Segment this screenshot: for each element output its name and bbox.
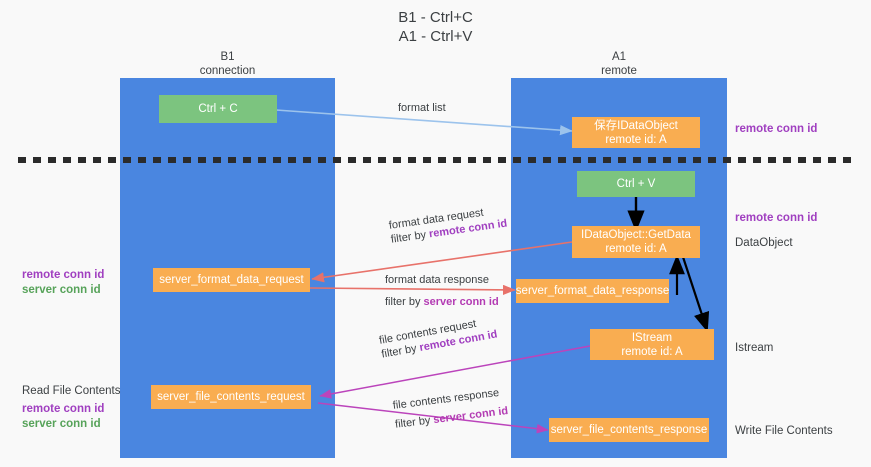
box-idataobject-getdata-subtitle: remote id: A xyxy=(605,243,667,255)
box-istream[interactable]: IStream remote id: A xyxy=(590,329,714,360)
column-header-b1-role: connection xyxy=(199,65,256,77)
column-header-a1-name: A1 xyxy=(611,51,627,63)
box-server-format-data-request[interactable]: server_format_data_request xyxy=(153,268,310,292)
note-left-server-conn-id-1: server conn id xyxy=(22,284,101,296)
edge-label-format-data-response-text: format data response xyxy=(385,274,489,286)
box-save-idataobject[interactable]: 保存IDataObject remote id: A xyxy=(572,117,700,148)
column-header-b1: B1 connection xyxy=(120,50,335,78)
box-server-format-data-response[interactable]: server_format_data_response xyxy=(516,279,669,303)
box-ctrl-c[interactable]: Ctrl + C xyxy=(159,95,277,123)
box-server-format-data-request-label: server_format_data_request xyxy=(159,274,304,286)
note-left-server-conn-id-2: server conn id xyxy=(22,418,101,430)
arrow-format-list xyxy=(275,109,573,136)
box-server-file-contents-response-label: server_file_contents_response xyxy=(550,424,708,436)
box-server-file-contents-request[interactable]: server_file_contents_request xyxy=(151,385,311,409)
column-header-a1: A1 remote xyxy=(511,50,727,78)
box-ctrl-v-label: Ctrl + V xyxy=(616,178,656,190)
note-right-dataobject: DataObject xyxy=(735,237,793,249)
box-istream-title: IStream xyxy=(631,331,673,344)
box-save-idataobject-title: 保存IDataObject xyxy=(594,119,678,132)
note-right-write-file-contents: Write File Contents xyxy=(735,425,833,437)
box-ctrl-v[interactable]: Ctrl + V xyxy=(577,171,695,197)
box-istream-subtitle: remote id: A xyxy=(621,345,683,358)
note-left-remote-conn-id-2: remote conn id xyxy=(22,403,105,415)
arrow-format-data-response xyxy=(309,284,516,296)
box-idataobject-getdata[interactable]: IDataObject::GetData remote id: A xyxy=(572,226,700,258)
box-idataobject-getdata-title: IDataObject::GetData xyxy=(581,229,691,241)
phase-divider xyxy=(18,157,854,163)
column-header-b1-name: B1 xyxy=(220,51,235,63)
note-right-remote-conn-id-mid: remote conn id xyxy=(735,212,818,224)
filter-value-server-conn-id: server conn id xyxy=(423,296,499,308)
box-server-file-contents-response[interactable]: server_file_contents_response xyxy=(549,418,709,442)
title-line-1: B1 - Ctrl+C xyxy=(398,9,473,26)
box-ctrl-c-label: Ctrl + C xyxy=(198,103,238,115)
arrow-format-data-request xyxy=(311,241,573,283)
note-left-remote-conn-id-1: remote conn id xyxy=(22,269,105,281)
note-right-istream: Istream xyxy=(735,342,774,354)
box-save-idataobject-subtitle: remote id: A xyxy=(605,133,667,146)
edge-label-format-data-response: format data response filter by server co… xyxy=(385,273,499,309)
edge-label-format-data-response-filter: filter by server conn id xyxy=(385,296,499,308)
title-line-2: A1 - Ctrl+V xyxy=(398,28,473,45)
arrow-getdata-to-istream xyxy=(681,256,710,333)
box-server-file-contents-request-label: server_file_contents_request xyxy=(157,391,305,403)
page-title: B1 - Ctrl+C A1 - Ctrl+V xyxy=(0,8,871,46)
column-header-a1-role: remote xyxy=(601,65,637,77)
note-left-read-file-contents: Read File Contents xyxy=(22,385,121,397)
arrow-file-contents-request xyxy=(319,345,591,399)
note-right-remote-conn-id-top: remote conn id xyxy=(735,123,818,135)
arrow-file-contents-response xyxy=(317,402,549,434)
box-server-format-data-response-label: server_format_data_response xyxy=(515,285,670,297)
edge-label-format-list: format list xyxy=(398,101,446,115)
edge-label-format-list-text: format list xyxy=(398,102,446,114)
